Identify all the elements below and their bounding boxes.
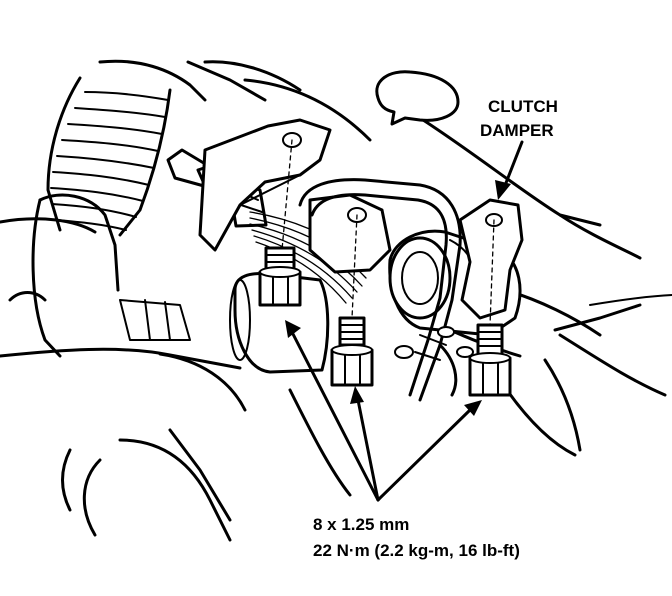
fittings	[394, 326, 474, 359]
bolt-torque-label: 22 N·m (2.2 kg-m, 16 lb-ft)	[313, 541, 520, 560]
corrugated-hose	[46, 76, 172, 237]
bolt-left	[258, 139, 302, 307]
engine-bay-background	[0, 59, 672, 542]
clutch-damper-label-line1: CLUTCH	[488, 97, 558, 116]
bolt-leader-arrows	[285, 320, 482, 502]
damper-leader-arrow	[495, 140, 524, 200]
clutch-pipe	[298, 178, 462, 402]
oval-cover	[375, 70, 460, 126]
clutch-damper-label-line2: DAMPER	[480, 121, 554, 140]
lower-cylinder	[229, 272, 330, 374]
bolt-center	[330, 214, 374, 387]
bolt-right	[468, 219, 512, 397]
bolt-size-label: 8 x 1.25 mm	[313, 515, 409, 534]
